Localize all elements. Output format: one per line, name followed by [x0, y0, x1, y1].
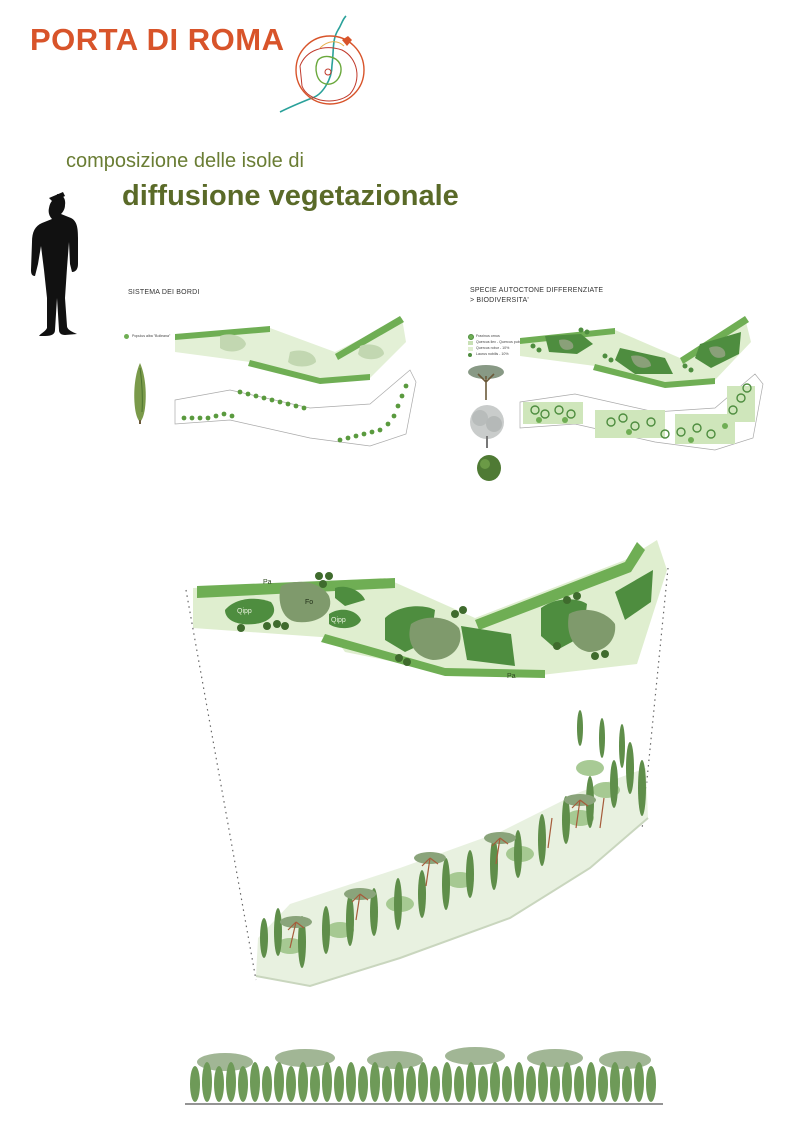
legend-mark-quercus-robur [468, 347, 473, 351]
legend-quercus-robur: Quercus robur - 10% [476, 346, 510, 350]
edge-system-plan [174, 316, 417, 447]
legend-mark-quercus-ilex [468, 341, 473, 345]
legend-mark-laurus [468, 353, 472, 357]
legend-laurus: Laurus nobilis - 10% [476, 352, 509, 356]
legend-dot-populus [124, 334, 129, 339]
human-scale-silhouette [31, 192, 78, 336]
projection-lines [185, 567, 669, 981]
brand-title: PORTA DI ROMA [30, 22, 285, 57]
legend-populus: Populus alba "Bolleana" [132, 334, 171, 338]
left-panel-title: SISTEMA DEI BORDI [128, 289, 200, 296]
right-panel-title-2: > BIODIVERSITA' [470, 297, 529, 304]
legend-quercus-ilex: Quercus ilex - Quercus pubescens [476, 340, 532, 344]
elevation-section [185, 1047, 663, 1105]
legend-mark-fraxinus [468, 334, 474, 340]
detailed-island-plan: Pa Fo Qipp Qipp Pa [193, 540, 667, 680]
cypress-icon [134, 363, 146, 424]
plan-label-pa-top: Pa [263, 579, 272, 586]
umbrella-pine-icon [468, 365, 504, 400]
plan-label-fo: Fo [305, 599, 313, 606]
biodiversity-plan [519, 316, 764, 451]
rome-map-logo [279, 15, 365, 113]
subtitle-line-1: composizione delle isole di [66, 150, 304, 172]
legend-fraxinus: Fraxinus ornus [476, 334, 500, 338]
right-panel-title-1: SPECIE AUTOCTONE DIFFERENZIATE [470, 287, 604, 294]
plan-label-qipp-left: Qipp [237, 608, 252, 615]
axonometric-tree-view [255, 710, 649, 988]
plan-label-qipp-right: Qipp [331, 617, 346, 624]
plan-label-pa-bottom: Pa [507, 673, 516, 680]
shrub-icon [477, 455, 501, 481]
oak-tree-icon [470, 405, 504, 448]
subtitle-line-2: diffusione vegetazionale [122, 180, 459, 212]
